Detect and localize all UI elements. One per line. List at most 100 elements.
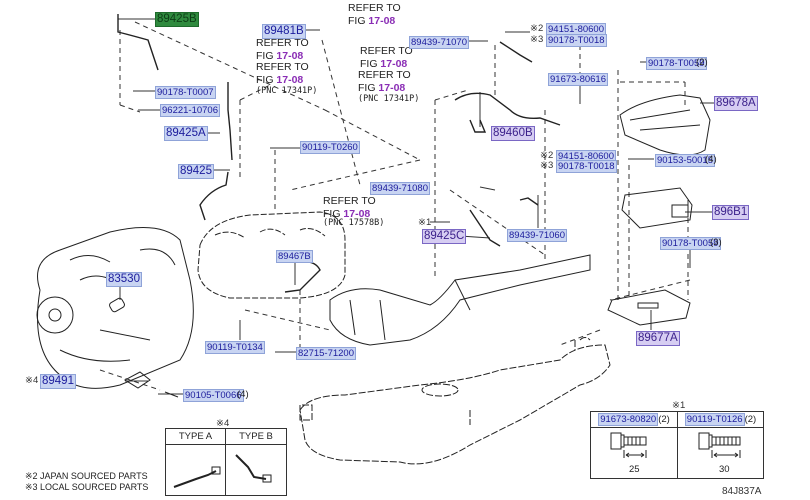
fig-ref: FIG 17-08 — [360, 58, 413, 71]
quantity-90119-T0126: (2) — [744, 414, 757, 425]
refer-fig-17-08-a[interactable]: REFER TO FIG 17-08 — [348, 2, 401, 27]
fig-prefix: FIG — [358, 81, 379, 94]
part-90119-T0126[interactable]: 90119-T0126 — [684, 413, 745, 426]
part-89439-71060[interactable]: 89439-71060 — [507, 229, 567, 242]
fig-ref: FIG 17-08 — [358, 82, 411, 95]
mark-3-mid: ※3 — [540, 160, 554, 171]
part-90178-T0018-top[interactable]: 90178-T0018 — [546, 34, 607, 47]
fig-number[interactable]: 17-08 — [368, 14, 396, 27]
part-89425A[interactable]: 89425A — [164, 126, 208, 141]
quantity-90105-T0066: (4) — [237, 389, 249, 400]
refer-text: REFER TO — [323, 195, 376, 207]
part-89425[interactable]: 89425 — [178, 164, 214, 179]
part-89425B[interactable]: 89425B — [155, 12, 199, 27]
fig-prefix: FIG — [360, 57, 381, 70]
fig-number[interactable]: 17-08 — [343, 207, 371, 220]
quantity-91673-80820: (2) — [658, 414, 670, 425]
fig-number[interactable]: 17-08 — [378, 81, 406, 94]
ecu-module — [621, 187, 693, 229]
ecu-bracket — [607, 289, 691, 326]
fig-prefix: FIG — [323, 207, 344, 220]
part-90178-T0018-mid[interactable]: 90178-T0018 — [556, 160, 617, 173]
column-divider — [677, 412, 678, 478]
refer-fig-17-08-b[interactable]: REFER TO FIG 17-08 — [256, 37, 309, 62]
part-89425C[interactable]: 89425C — [422, 229, 467, 244]
fig-ref: FIG 17-08 — [256, 74, 309, 87]
part-90178-T0059-top[interactable]: 90178-T0059 — [646, 57, 707, 70]
type-table: TYPE A TYPE B — [165, 428, 287, 496]
mark-2-top: ※2 — [530, 23, 544, 34]
illustration-code: 84J837A — [722, 486, 762, 497]
part-90178-T0059-mid[interactable]: 90178-T0059 — [660, 237, 721, 250]
fig-prefix: FIG — [256, 49, 277, 62]
part-90119-T0260[interactable]: 90119-T0260 — [300, 141, 360, 154]
quantity-90153-50015: (4) — [705, 154, 717, 165]
refer-text: REFER TO — [256, 37, 309, 49]
fig-number[interactable]: 17-08 — [380, 57, 408, 70]
refer-fig-17-08-e[interactable]: REFER TO FIG 17-08 — [358, 69, 411, 94]
part-96221-10706[interactable]: 96221-10706 — [160, 104, 220, 117]
fuel-tank — [299, 337, 611, 465]
mark-2-mid: ※2 — [540, 150, 554, 161]
refer-text: REFER TO — [348, 2, 401, 14]
bolt-right-header: 90119-T0126(2) — [678, 412, 763, 428]
exhaust-pipe — [329, 254, 591, 346]
part-91673-80820[interactable]: 91673-80820 — [598, 413, 659, 426]
part-90105-T0066[interactable]: 90105-T0066 — [183, 389, 244, 402]
bolt-table-mark: ※1 — [672, 400, 686, 411]
sensor-harnesses — [117, 14, 561, 293]
fig-ref: FIG 17-08 — [256, 50, 309, 63]
quantity-90178-T0059-mid: (3) — [710, 237, 722, 248]
refer-text: REFER TO — [256, 61, 309, 73]
type-a-sensor — [173, 470, 217, 488]
part-89460B[interactable]: 89460B — [491, 126, 535, 141]
part-89677A[interactable]: 89677A — [636, 331, 680, 346]
bolt-left-header: 91673-80820(2) — [591, 412, 677, 428]
dashed-guides — [99, 21, 691, 391]
bolt-illustrations — [610, 432, 741, 458]
mark-1: ※1 — [418, 217, 432, 228]
part-89467B[interactable]: 89467B — [276, 250, 313, 263]
note-japan-sourced: ※2 JAPAN SOURCED PARTS — [25, 471, 148, 481]
part-89491[interactable]: 89491 — [40, 374, 76, 389]
engine-outline — [36, 227, 194, 398]
pnc-17341P-left: (PNC 17341P) — [256, 86, 318, 96]
bolt-length-25: 25 — [629, 464, 640, 475]
part-83530[interactable]: 83530 — [106, 272, 142, 287]
refer-text: REFER TO — [358, 69, 411, 81]
part-896B1[interactable]: 896B1 — [712, 205, 750, 220]
refer-fig-17-08-d[interactable]: REFER TO FIG 17-08 — [256, 61, 309, 86]
type-table-mark: ※4 — [216, 418, 230, 429]
intake-manifold — [197, 211, 346, 299]
part-90153-50015[interactable]: 90153-50015 — [655, 154, 715, 167]
fig-ref: FIG 17-08 — [348, 15, 401, 28]
part-91673-80616[interactable]: 91673-80616 — [548, 73, 608, 86]
fig-number[interactable]: 17-08 — [276, 49, 304, 62]
pnc-17341P-right: (PNC 17341P) — [358, 94, 420, 104]
type-a-connector — [211, 466, 221, 475]
column-divider — [225, 429, 226, 495]
part-89439-71070[interactable]: 89439-71070 — [409, 36, 469, 49]
pnc-17578B: (PNC 17578B) — [323, 218, 385, 228]
fig-prefix: FIG — [348, 14, 369, 27]
refer-fig-17-08-f[interactable]: REFER TO FIG 17-08 — [323, 195, 376, 220]
type-b-sensor — [235, 454, 267, 480]
part-89678A[interactable]: 89678A — [714, 96, 758, 111]
part-90178-T0007[interactable]: 90178-T0007 — [155, 86, 216, 99]
part-89439-71080[interactable]: 89439-71080 — [370, 182, 430, 195]
bolt-30-icon — [698, 432, 741, 458]
quantity-90178-T0059-top: (2) — [696, 57, 708, 68]
fig-prefix: FIG — [256, 73, 277, 86]
type-b-connector — [262, 474, 272, 483]
part-89481B[interactable]: 89481B — [262, 24, 306, 39]
part-number: 90178-T0059 — [648, 58, 705, 69]
bolt-25-icon — [610, 432, 647, 458]
part-90119-T0134[interactable]: 90119-T0134 — [205, 341, 265, 354]
ecu-cover — [619, 94, 711, 156]
refer-fig-17-08-c[interactable]: REFER TO FIG 17-08 — [360, 45, 413, 70]
type-b-header: TYPE B — [226, 429, 286, 445]
type-a-header: TYPE A — [166, 429, 225, 445]
part-82715-71200[interactable]: 82715-71200 — [296, 347, 356, 360]
fig-number[interactable]: 17-08 — [276, 73, 304, 86]
